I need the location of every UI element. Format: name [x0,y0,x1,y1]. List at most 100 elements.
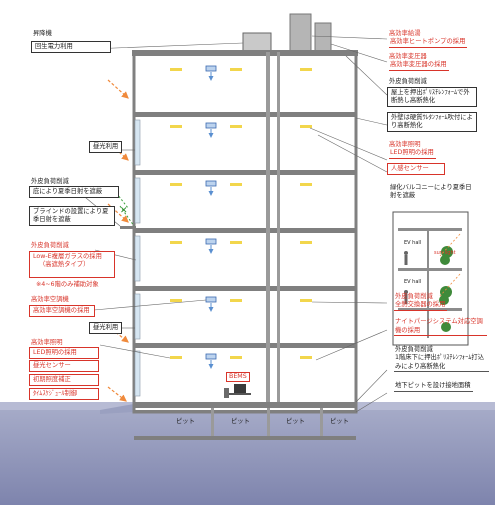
floor-slab-4 [134,286,356,291]
light-fixture [230,183,242,186]
pit-wall [211,408,214,438]
pit-slab [134,410,356,413]
light-fixture [170,125,182,128]
glazing-panel [134,293,141,340]
light-fixture [170,299,182,302]
right-light-heading: 高効率照明 [389,141,421,148]
pit-floor [134,436,356,440]
pit-label: ピット [231,418,250,425]
left-ac-box: 高効率空調機の採用 [29,305,95,318]
light-fixture [300,241,312,244]
person-head [404,290,408,294]
left-light-item3: 初期照度補正 [29,374,99,387]
inset-slab [398,308,462,311]
pit-label: ピット [330,418,349,425]
inset-sun-rays [439,233,461,297]
left-light-item1: LED照明の採用 [29,347,99,360]
bems-desk [229,393,251,395]
leader-line [355,117,388,126]
left-eaves-box: 庇により夏季日射を遮蔽 [29,186,119,199]
bems-chair [224,388,229,398]
leader-line [311,301,388,304]
light-fixture [300,125,312,128]
right-transformer-text: 高効率変圧器の採用 [389,61,449,71]
ac-units [205,65,217,360]
floor-slabs [132,50,358,413]
plants [439,246,453,332]
inset-label-ev2: EV hall [404,279,422,285]
leader-line [99,344,171,359]
machine-room-box: 回生電力利用 [31,41,111,54]
daylight-label-lower: 昼光利用 [89,322,123,335]
ac-unit [205,238,217,245]
ground [0,408,495,505]
sunlight-arrows [107,79,129,402]
interior-walls [266,52,280,402]
left-glass-heading: 外皮負荷削減 [31,242,69,249]
light-fixture [170,68,182,71]
roof-slab [132,50,358,56]
pit-label: ピット [286,418,305,425]
ac-unit [205,296,217,303]
light-fixture [170,183,182,186]
leader-line [315,329,388,361]
entrance-slab [100,404,134,414]
right-night-text: ナイトパージシステム対応空調機の採用 [394,318,487,336]
inset-slab [398,228,462,231]
plant [441,246,453,258]
right-floor-text: 1階床下に押出ﾎﾟﾘｽﾁﾚﾝﾌｫｰﾑ打込みにより高断熱化 [394,354,489,372]
right-hotwater-text: 高効率ヒートポンプの採用 [389,38,468,48]
daylight-label-upper: 昼光利用 [89,141,123,154]
plant [440,286,452,298]
left-light-heading: 高効率照明 [31,339,63,346]
bems-monitor [234,384,246,393]
glazing-panel [134,177,141,224]
ceiling-lights [170,68,312,359]
eave [120,226,136,229]
bems-label: BEMS [226,372,250,383]
left-eaves-heading: 外皮負荷削減 [31,178,69,185]
light-fixture [230,356,242,359]
pit-label: ピット [176,418,195,425]
leader-line [309,127,388,161]
inset-label-ev1: EV hall [404,240,422,246]
right-floor-heading: 外皮負荷削減 [395,346,433,353]
left-light-item4: ﾀｲﾑｽｹｼﾞｭｰﾙ制御 [29,388,99,401]
left-ac-heading: 高効率空調機 [31,296,69,303]
leader-line [355,369,388,403]
right-balcony-box: 緑化バルコニーにより夏季日射を遮蔽 [387,183,477,202]
pit-wall [267,408,270,438]
glazing-panel [134,235,141,282]
right-hotwater-heading: 高効率給湯 [389,30,421,37]
leader-line [355,392,388,413]
machine-room-title: 昇降機 [33,30,52,37]
leader-line [311,35,388,40]
sunlight-arrow [107,386,127,402]
left-light-item2: 昼光センサー [29,360,99,373]
floor-slab-3 [134,343,356,348]
inset-label-sun: sun light [434,250,456,256]
left-glass-note: ※4~6階のみ補助対象 [36,281,99,288]
right-roof-box: 屋上を押出ﾎﾟﾘｽﾁﾚﾝﾌｫｰﾑで外断熱し高断熱化 [387,87,477,108]
right-roof-heading: 外皮負荷削減 [389,78,427,85]
light-fixture [230,125,242,128]
glazing-panel [134,350,141,397]
light-fixture [170,241,182,244]
left-glass-box: Low-E複層ガラスの採用 （高遮熱タイプ） [29,251,115,278]
floor-slab-1 [134,402,356,408]
left-glass-line2: （高遮熱タイプ） [39,261,90,269]
ac-unit [205,180,217,187]
blocked-sun-ray [119,205,135,227]
inset-slab [398,268,462,271]
leader-line [345,55,388,96]
wall-core-left [266,52,270,402]
light-fixture [300,68,312,71]
light-fixture [230,68,242,71]
blocked-mark: ✕ [120,206,128,216]
right-wall-box: 外壁は硬質ｳﾚﾀﾝﾌｫｰﾑ吹付により高断熱化 [387,112,477,133]
balcony-inset [392,211,469,346]
person-body [404,294,408,304]
right-light-item2: 人感センサー [387,163,445,176]
rooftop-tank-1 [289,13,312,53]
